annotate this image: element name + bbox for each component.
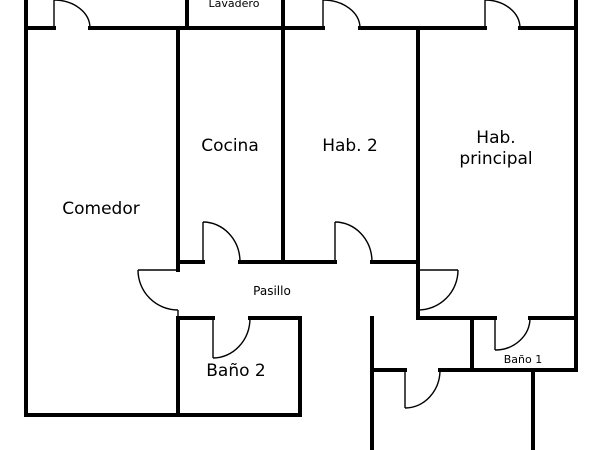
door-principal-top (484, 0, 521, 29)
door-comedor-pasillo (137, 269, 179, 318)
walls (24, 0, 578, 450)
label-bano2: Baño 2 (206, 361, 265, 381)
label-principal-line2: principal (459, 149, 532, 169)
door-cocina (202, 221, 241, 263)
door-bano2 (212, 317, 251, 359)
label-pasillo: Pasillo (253, 284, 291, 298)
label-comedor: Comedor (62, 199, 139, 219)
doors (53, 0, 531, 409)
door-comedor-top (53, 0, 91, 29)
label-lavadero: Lavadero (209, 0, 260, 10)
label-hab2: Hab. 2 (322, 136, 378, 156)
door-bano1 (494, 317, 531, 351)
door-hab2 (334, 221, 373, 263)
label-bano1: Baño 1 (504, 353, 542, 366)
label-cocina: Cocina (201, 136, 259, 156)
room-labels: Lavadero Comedor Cocina Hab. 2 Hab. prin… (62, 0, 542, 381)
door-principal-pasillo (417, 269, 459, 311)
door-hab2-top (322, 0, 361, 29)
label-principal-line1: Hab. (476, 128, 515, 148)
door-lower-corridor (404, 369, 441, 409)
